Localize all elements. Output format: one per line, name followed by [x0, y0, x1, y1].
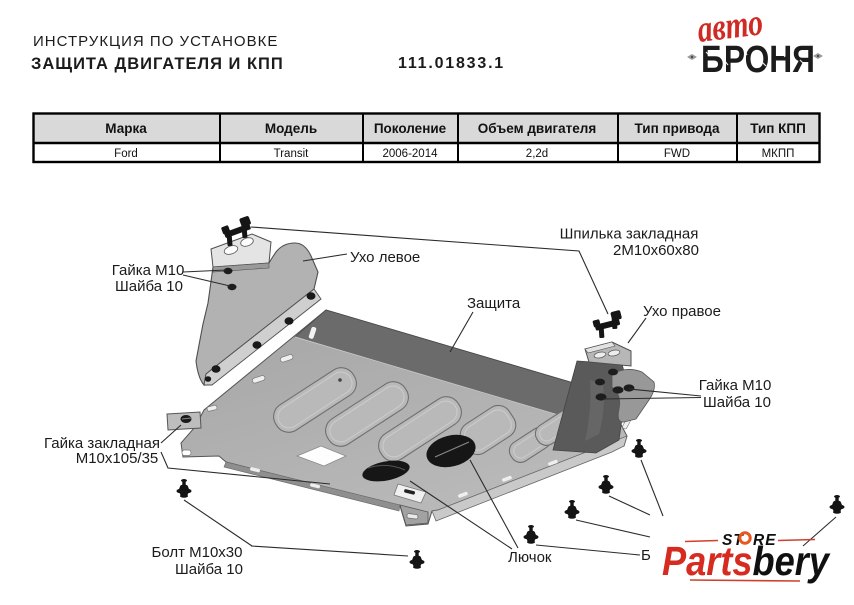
svg-text:БРОНЯ: БРОНЯ — [701, 39, 815, 81]
svg-text:2М10х60х80: 2М10х60х80 — [613, 242, 699, 259]
svg-text:Б: Б — [641, 547, 651, 564]
svg-text:Болт М10х30: Болт М10х30 — [151, 544, 242, 561]
svg-text:Шайба 10: Шайба 10 — [115, 278, 183, 295]
svg-text:авто: авто — [695, 2, 765, 51]
svg-text:Тип привода: Тип привода — [635, 121, 720, 136]
svg-text:Гайка закладная: Гайка закладная — [44, 435, 160, 452]
svg-text:Поколение: Поколение — [374, 121, 447, 136]
svg-text:ИНСТРУКЦИЯ ПО УСТАНОВКЕ: ИНСТРУКЦИЯ ПО УСТАНОВКЕ — [33, 33, 278, 50]
svg-text:Гайка М10: Гайка М10 — [699, 377, 772, 394]
svg-text:Шпилька закладная: Шпилька закладная — [560, 226, 699, 243]
svg-text:2,2d: 2,2d — [526, 148, 548, 160]
svg-text:Шайба 10: Шайба 10 — [175, 561, 243, 578]
svg-text:Partsbery: Partsbery — [662, 538, 831, 584]
svg-text:Лючок: Лючок — [508, 549, 552, 566]
svg-text:Ухо левое: Ухо левое — [350, 249, 420, 266]
svg-text:Тип КПП: Тип КПП — [750, 121, 806, 136]
svg-text:111.01833.1: 111.01833.1 — [398, 55, 505, 72]
svg-text:Transit: Transit — [274, 148, 310, 160]
svg-text:Модель: Модель — [265, 121, 317, 136]
svg-text:FWD: FWD — [664, 148, 690, 160]
svg-text:М10х105/35: М10х105/35 — [76, 450, 159, 467]
svg-text:Шайба 10: Шайба 10 — [703, 394, 771, 411]
svg-text:Объем двигателя: Объем двигателя — [478, 121, 596, 136]
svg-text:ST: ST — [722, 532, 744, 549]
svg-text:Защита: Защита — [467, 295, 521, 312]
svg-text:Ford: Ford — [114, 148, 138, 160]
svg-text:2006-2014: 2006-2014 — [383, 148, 439, 160]
svg-text:Гайка М10: Гайка М10 — [112, 262, 185, 279]
svg-text:ЗАЩИТА ДВИГАТЕЛЯ И КПП: ЗАЩИТА ДВИГАТЕЛЯ И КПП — [31, 55, 284, 73]
svg-text:Марка: Марка — [105, 121, 147, 136]
svg-text:Ухо правое: Ухо правое — [643, 303, 721, 320]
svg-text:RE: RE — [753, 532, 777, 549]
svg-text:МКПП: МКПП — [762, 148, 795, 160]
